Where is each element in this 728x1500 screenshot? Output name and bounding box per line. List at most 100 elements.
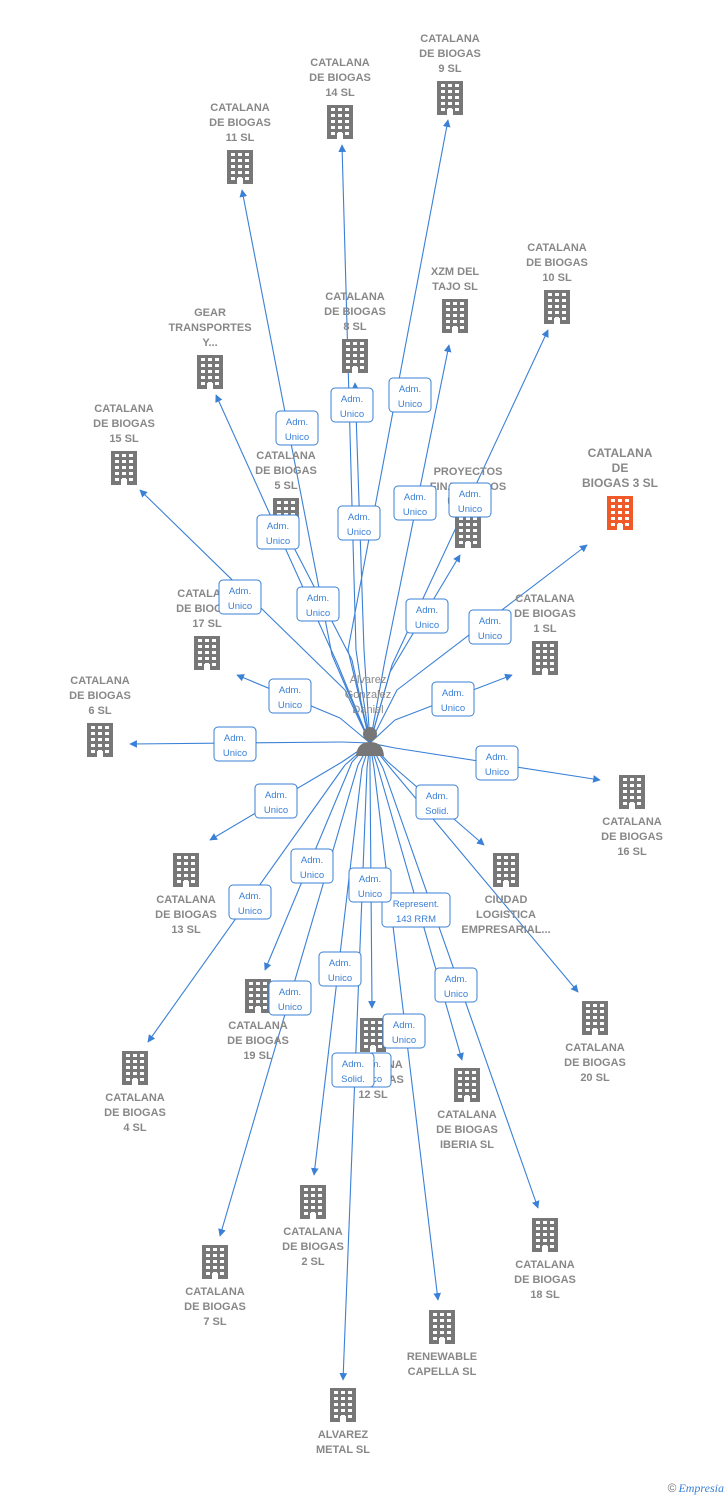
company-node-gear[interactable]: GEARTRANSPORTESY... <box>168 307 252 389</box>
edge-label-cb3[interactable]: Adm.Unico <box>468 609 512 645</box>
edge-label-cb10[interactable]: Adm.Unico <box>448 482 492 518</box>
company-label-line: 16 SL <box>617 846 647 858</box>
edge-label-text: Adm. <box>399 384 421 395</box>
building-icon <box>111 451 137 485</box>
company-label-line: CATALANA <box>94 403 154 415</box>
company-label-line: CATALANA <box>228 1020 288 1032</box>
footer-brand[interactable]: ©Empresia <box>668 1481 724 1496</box>
edge-label-ciud[interactable]: Adm.Solid. <box>415 784 459 820</box>
company-label-line: CATALANA <box>70 675 130 687</box>
edge-label-cb6[interactable]: Adm.Unico <box>213 726 257 762</box>
edge-label-text: Unico <box>415 620 439 631</box>
company-label-line: DE BIOGAS <box>184 1301 246 1313</box>
company-label-line: 17 SL <box>192 618 222 630</box>
copyright-symbol: © <box>667 1481 677 1495</box>
company-label-line: DE BIOGAS <box>309 72 371 84</box>
edge-label-gear[interactable]: Adm.Unico <box>256 514 300 550</box>
edge-label-text: Adm. <box>442 688 464 699</box>
edge-label-cbib[interactable]: Adm.Unico <box>382 1013 426 1049</box>
edge-label-cb19[interactable]: Adm.Unico <box>268 980 312 1016</box>
company-label-line: CATALANA <box>515 593 575 605</box>
building-icon <box>454 1068 480 1102</box>
edge-label-text: Adm. <box>486 752 508 763</box>
edge-label-text: Adm. <box>341 394 363 405</box>
person-icon <box>356 727 384 756</box>
edge-label-cb17[interactable]: Adm.Unico <box>268 678 312 714</box>
building-icon <box>455 514 481 548</box>
company-label-line: CATALANA <box>185 1286 245 1298</box>
edge-label-cb11[interactable]: Adm.Unico <box>275 410 319 446</box>
edge-label-cb7[interactable]: Adm.Unico <box>348 867 392 903</box>
edge-label-text: Unico <box>223 748 247 759</box>
company-label-line: 2 SL <box>301 1256 325 1268</box>
building-icon <box>442 299 468 333</box>
edge-label-cb1[interactable]: Adm.Unico <box>431 681 475 717</box>
company-label-line: XZM DEL <box>431 266 480 278</box>
company-label-line: 7 SL <box>203 1316 227 1328</box>
edge-label-cb2[interactable]: Adm.Unico <box>318 951 362 987</box>
edge-label-alvm[interactable]: Adm.Solid. <box>331 1052 375 1088</box>
edge-label-cb13[interactable]: Adm.Unico <box>254 783 298 819</box>
building-icon <box>300 1185 326 1219</box>
edge-label-text: Adm. <box>459 489 481 500</box>
edge-label-cb20[interactable]: Adm.Unico <box>434 967 478 1003</box>
company-label-line: CATALANA <box>527 242 587 254</box>
edge-label-text: Adm. <box>279 987 301 998</box>
edge-label-xzm[interactable]: Adm.Unico <box>393 485 437 521</box>
company-node-ciud[interactable]: CIUDADLOGISTICAEMPRESARIAL... <box>461 853 551 936</box>
edge-label-cb15[interactable]: Adm.Unico <box>218 579 262 615</box>
company-node-xzm[interactable]: XZM DEL TAJO SL <box>431 266 480 333</box>
edge-label-cb16[interactable]: Adm.Unico <box>475 745 519 781</box>
company-node-cb7[interactable]: CATALANA DE BIOGAS 7 SL <box>184 1245 246 1328</box>
edge-label-text: Adm. <box>426 791 448 802</box>
edge-label-proy[interactable]: Adm. Unico <box>405 598 449 634</box>
company-label-line: DE BIOGAS <box>104 1107 166 1119</box>
edge-label-cb5[interactable]: Adm.Unico <box>296 586 340 622</box>
company-label-line: DE BIOGAS <box>436 1124 498 1136</box>
building-icon <box>342 339 368 373</box>
company-label-line: 12 SL <box>358 1089 388 1101</box>
edge-label-text: 143 RRM <box>396 914 436 925</box>
company-label-line: BIOGAS 3 SL <box>582 476 658 490</box>
edge-label-text: Adm. <box>416 605 438 616</box>
edge-label-cb18[interactable]: Adm.Unico <box>290 848 334 884</box>
edge-label-text: Unico <box>478 631 502 642</box>
building-icon <box>607 496 633 530</box>
edge-label-cb12[interactable]: Represent.143 RRM <box>381 892 451 928</box>
edge-label-cb14[interactable]: Adm.Unico <box>330 387 374 423</box>
company-label-line: DE BIOGAS <box>514 608 576 620</box>
edge-label-cb4[interactable]: Adm.Unico <box>228 884 272 920</box>
edge-label-text: Adm. <box>265 790 287 801</box>
company-label-line: GEAR <box>194 307 226 319</box>
company-label-line: 6 SL <box>88 705 112 717</box>
edge-label-cb8[interactable]: Adm.Unico <box>337 505 381 541</box>
company-label-line: RENEWABLE <box>407 1351 477 1363</box>
edge-label-cb9[interactable]: Adm.Unico <box>388 377 432 413</box>
company-label-line: DE BIOGAS <box>227 1035 289 1047</box>
company-label-line: CATALANA <box>565 1042 625 1054</box>
edge-label-text: Adm. <box>229 586 251 597</box>
building-icon <box>227 150 253 184</box>
company-label-line: TAJO SL <box>432 281 478 293</box>
